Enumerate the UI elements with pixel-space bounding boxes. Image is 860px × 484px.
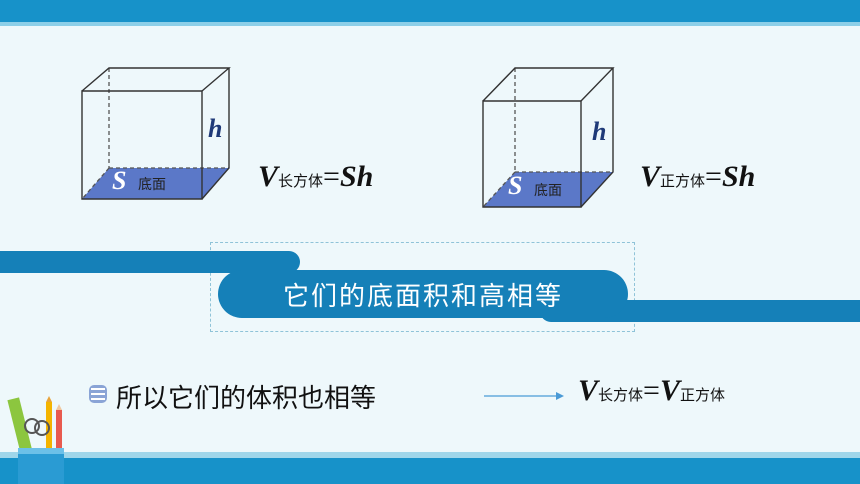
cube-volume-formula: V正方体=Sh — [640, 160, 755, 194]
cuboid-s-label: S — [112, 166, 127, 195]
cuboid-height-label: h — [208, 114, 223, 143]
ribbon-dashed-frame — [210, 242, 635, 332]
top-banner — [0, 0, 860, 22]
conclusion-text: 所以它们的体积也相等 — [116, 384, 377, 414]
cube-diagram — [482, 67, 615, 208]
formula-eq: = — [643, 374, 660, 407]
formula-eq: = — [323, 160, 340, 193]
cuboid-volume-formula: V长方体=Sh — [258, 160, 373, 194]
bottom-banner-stripe — [0, 452, 860, 458]
formula-sub1: 长方体 — [598, 386, 644, 404]
conclusion-formula: V长方体=V正方体 — [578, 374, 725, 408]
cube-base-label: 底面 — [534, 183, 562, 199]
ribbon-banner: 它们的底面积和高相等 — [218, 270, 628, 318]
cube-s-label: S — [508, 171, 523, 200]
formula-v: V — [640, 160, 661, 193]
formula-rhs: Sh — [339, 160, 374, 193]
formula-v2: V — [659, 374, 680, 407]
formula-eq: = — [705, 160, 722, 193]
stationery-cup-icon — [7, 396, 64, 484]
cuboid-base-label: 底面 — [138, 177, 166, 193]
formula-v: V — [258, 160, 279, 193]
arrow-right-icon — [484, 392, 564, 400]
ribbon-text: 它们的底面积和高相等 — [282, 281, 563, 312]
formula-sub: 正方体 — [660, 172, 706, 190]
bullet-stack-icon — [89, 385, 107, 403]
bottom-banner — [0, 458, 860, 484]
formula-sub2: 正方体 — [679, 386, 725, 404]
ribbon-left-strip — [0, 251, 300, 273]
cuboid-base-face — [82, 168, 229, 199]
formula-rhs: Sh — [721, 160, 756, 193]
formula-sub: 长方体 — [278, 172, 324, 190]
cube-height-label: h — [592, 117, 607, 146]
formula-v1: V — [578, 374, 599, 407]
top-banner-stripe — [0, 22, 860, 26]
cuboid-diagram — [81, 67, 231, 200]
